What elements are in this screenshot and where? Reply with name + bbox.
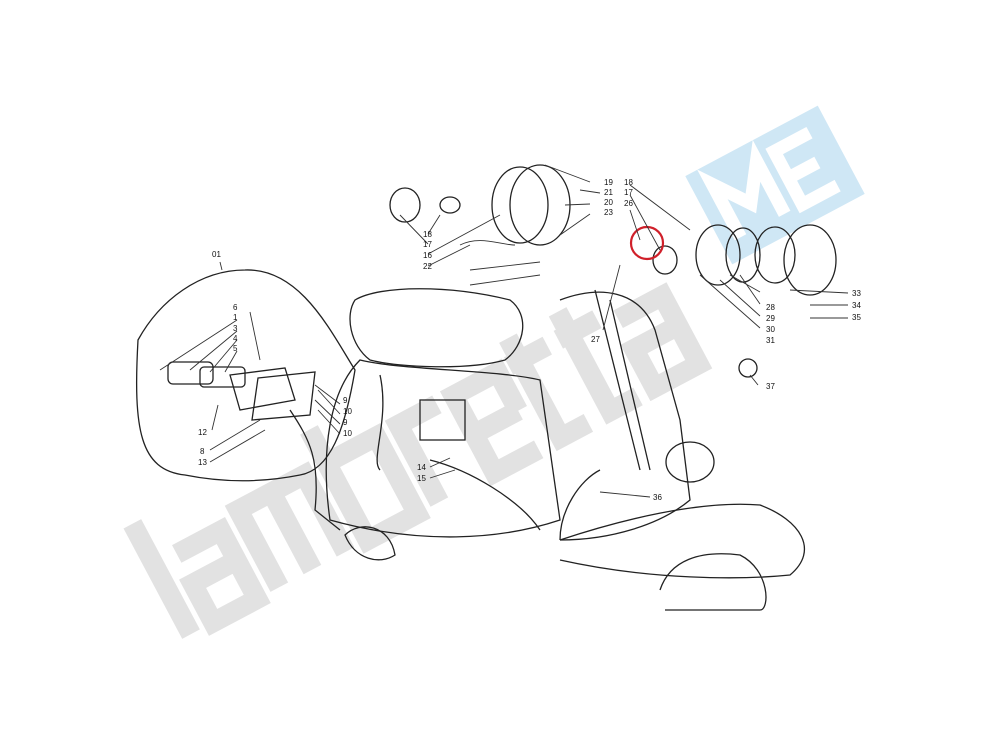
callout-5: 5 — [233, 344, 238, 353]
callout-01: 01 — [212, 250, 221, 259]
callout-29: 29 — [766, 314, 775, 323]
scooter-body — [289, 261, 805, 611]
callout-18b: 18 — [624, 178, 633, 187]
callout-17b: 17 — [624, 188, 633, 197]
callout-12: 12 — [198, 428, 207, 437]
callout-33: 33 — [852, 289, 861, 298]
callout-4: 4 — [233, 334, 238, 343]
callout-15: 15 — [417, 474, 426, 483]
callout-18a: 18 — [423, 230, 432, 239]
callout-19: 19 — [604, 178, 613, 187]
rear-light-parts — [167, 361, 316, 421]
callout-labels: 01 6 1 3 4 5 12 8 13 9 10 9 10 14 15 18 … — [198, 178, 861, 502]
callout-10a: 10 — [343, 407, 352, 416]
callout-35: 35 — [852, 313, 861, 322]
callout-16: 16 — [423, 251, 432, 260]
callout-9b: 9 — [343, 418, 348, 427]
callout-34: 34 — [852, 301, 861, 310]
callout-10b: 10 — [343, 429, 352, 438]
callout-17a: 17 — [423, 240, 432, 249]
callout-31: 31 — [766, 336, 775, 345]
callout-26: 26 — [624, 199, 633, 208]
callout-21: 21 — [604, 188, 613, 197]
callout-1: 1 — [233, 313, 238, 322]
lambretta-watermark — [123, 282, 713, 639]
me-logo-lettering — [697, 126, 841, 241]
callout-22: 22 — [423, 262, 432, 271]
callout-23: 23 — [604, 208, 613, 217]
callout-36: 36 — [653, 493, 662, 502]
callout-6: 6 — [233, 303, 238, 312]
windshield — [136, 269, 356, 482]
leader-lines — [159, 164, 849, 498]
callout-28: 28 — [766, 303, 775, 312]
callout-8: 8 — [200, 447, 205, 456]
callout-27: 27 — [591, 335, 600, 344]
callout-20: 20 — [604, 198, 613, 207]
watermark-lettering — [123, 282, 713, 639]
me-logo — [685, 105, 865, 265]
callout-13: 13 — [198, 458, 207, 467]
callout-14: 14 — [417, 463, 426, 472]
highlighted-part-circle — [629, 225, 665, 261]
callout-30: 30 — [766, 325, 775, 334]
callout-9a: 9 — [343, 396, 348, 405]
callout-3: 3 — [233, 324, 238, 333]
callout-37: 37 — [766, 382, 775, 391]
